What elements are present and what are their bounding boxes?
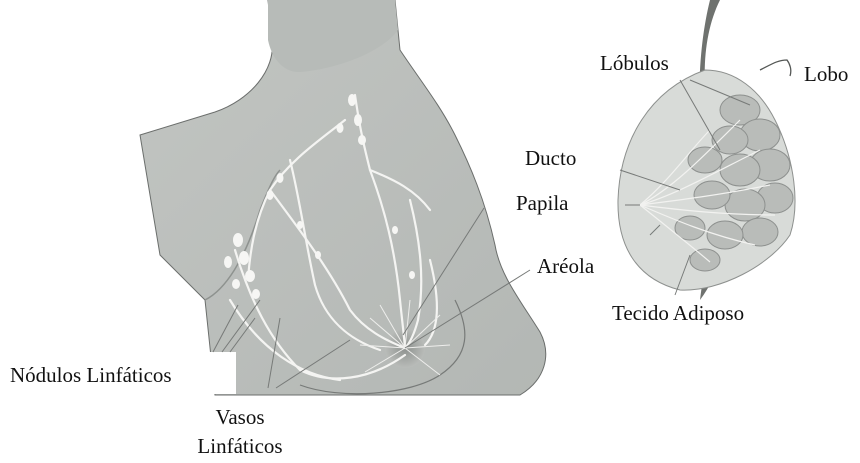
label-areola: Aréola [537, 256, 594, 277]
breast-cross-section [618, 0, 795, 300]
label-tecido-adiposo: Tecido Adiposo [612, 303, 744, 324]
label-ducto: Ducto [525, 148, 576, 169]
torso-illustration [0, 0, 546, 395]
label-lobulos: Lóbulos [600, 53, 669, 74]
label-vasos-line1: Vasos [190, 407, 290, 428]
label-nodulos-linfaticos: Nódulos Linfáticos [10, 365, 172, 386]
lobe-bracket [760, 60, 791, 76]
label-papila: Papila [516, 193, 569, 214]
label-vasos-line2: Linfáticos [180, 436, 300, 457]
label-lobo: Lobo [804, 64, 848, 85]
